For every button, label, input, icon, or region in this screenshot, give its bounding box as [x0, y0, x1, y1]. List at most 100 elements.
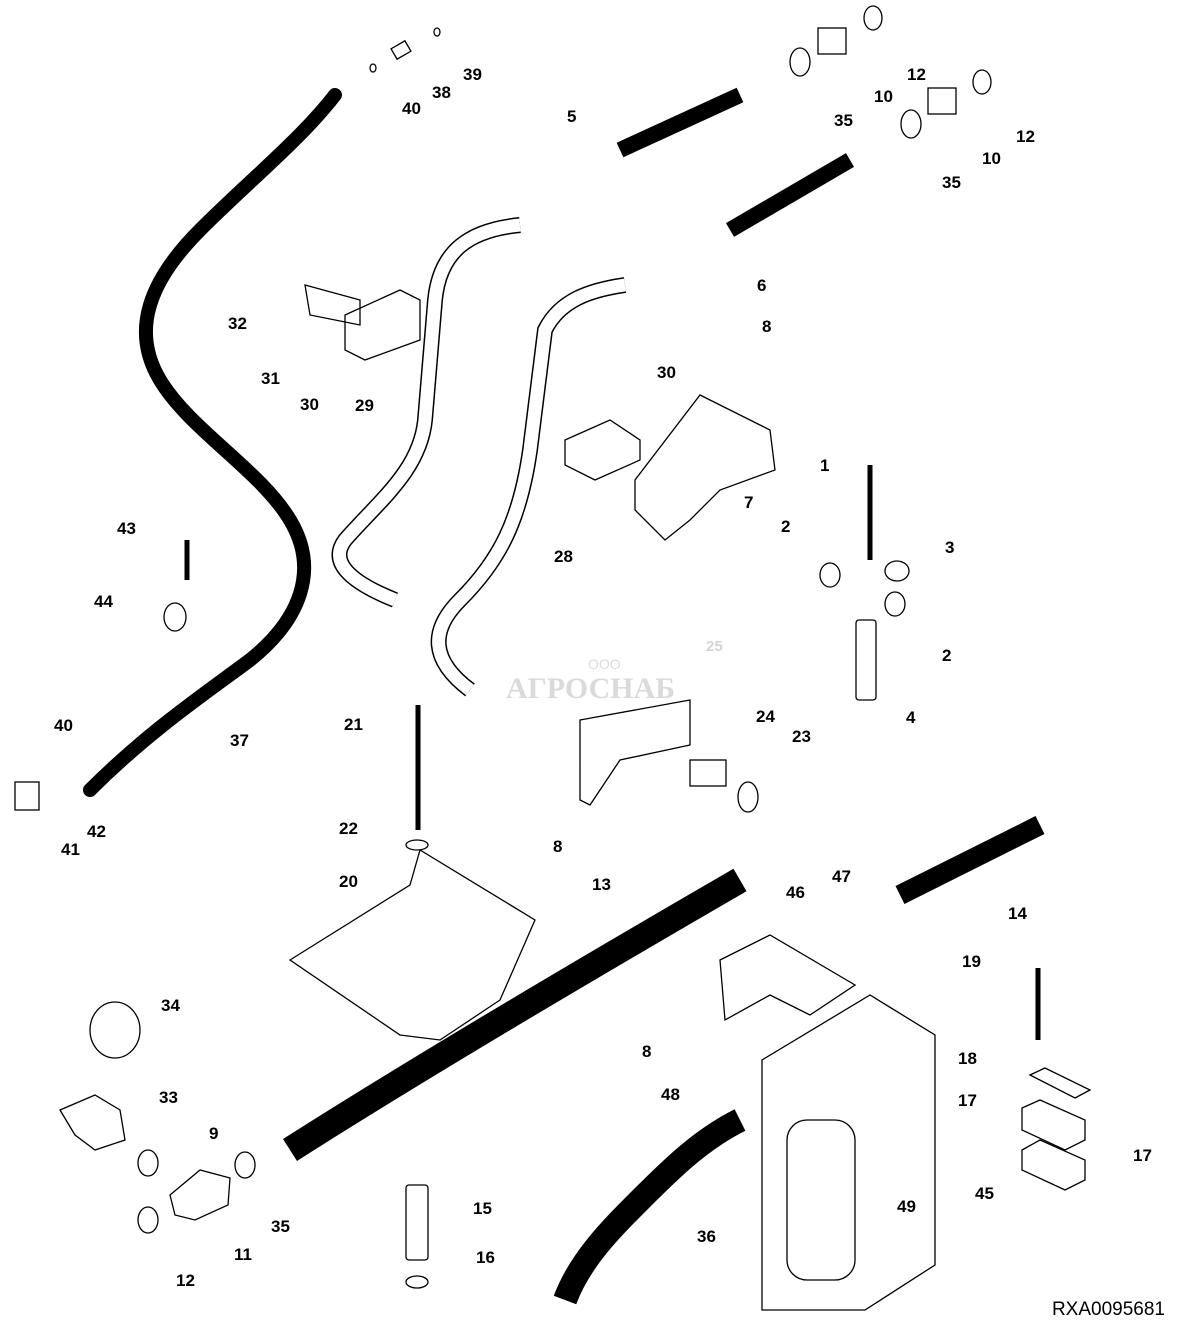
oring-35c [234, 1151, 256, 1179]
clamp-3 [884, 560, 910, 582]
oring-40 [369, 63, 377, 73]
callout-22: 22 [339, 819, 358, 838]
fitting-33 [59, 1094, 126, 1151]
clamp-30b [564, 419, 641, 481]
clip-44 [163, 602, 187, 632]
hose-5 [616, 87, 744, 158]
callout-45: 45 [975, 1184, 994, 1203]
callout-23: 23 [792, 727, 811, 746]
callout-19: 19 [962, 952, 981, 971]
callout-7: 7 [744, 493, 754, 512]
clamp-17b [1021, 1139, 1086, 1191]
callout-8: 8 [642, 1042, 652, 1061]
oring-12a [863, 5, 883, 31]
callout-40: 40 [54, 716, 73, 735]
callout-33: 33 [159, 1088, 178, 1107]
fitting-10a [817, 27, 847, 55]
callout-31: 31 [261, 369, 280, 388]
hose-6 [725, 153, 855, 237]
callout-35: 35 [834, 111, 853, 130]
oring-35b [900, 109, 922, 139]
callout-18: 18 [958, 1049, 977, 1068]
oring-39 [433, 27, 441, 37]
clamp-30a [344, 289, 421, 361]
box-45 [761, 994, 936, 1311]
callout-14: 14 [1008, 904, 1027, 923]
callout-6: 6 [757, 276, 767, 295]
spacer-4 [855, 619, 877, 701]
bracket-46 [719, 934, 857, 1022]
callout-46: 46 [786, 883, 805, 902]
filter-49 [786, 1119, 856, 1281]
hose-36 [553, 1109, 746, 1305]
callout-49: 49 [897, 1197, 916, 1216]
hose-37 [83, 88, 342, 797]
callout-17: 17 [1133, 1146, 1152, 1165]
washer-22 [405, 839, 429, 851]
callout-13: 13 [592, 875, 611, 894]
tube-29-fill [333, 218, 521, 607]
tube-28-fill [432, 278, 626, 696]
watermark: ООО АГРОСНАБ 25 [470, 600, 730, 720]
callout-34: 34 [161, 996, 180, 1015]
plate-20 [288, 849, 536, 1041]
hose-13 [283, 868, 747, 1161]
callout-30: 30 [657, 363, 676, 382]
hose-14 [895, 816, 1045, 904]
callout-37: 37 [230, 731, 249, 750]
callout-36: 36 [697, 1227, 716, 1246]
bracket-25 [579, 699, 691, 806]
bracket-7 [634, 394, 776, 541]
callout-10: 10 [874, 87, 893, 106]
callout-44: 44 [94, 592, 113, 611]
fitting-41 [14, 781, 40, 811]
fitting-38 [390, 39, 412, 61]
watermark-name: АГРОСНАБ [506, 672, 676, 705]
callout-5: 5 [567, 107, 577, 126]
callout-43: 43 [117, 519, 136, 538]
callout-35: 35 [942, 173, 961, 192]
clamp-2b [884, 591, 906, 617]
clamp-17a [1021, 1099, 1086, 1151]
callout-25: 25 [706, 638, 723, 655]
spacer-15 [405, 1184, 429, 1261]
fitting-11 [169, 1169, 231, 1221]
callout-8: 8 [762, 317, 772, 336]
callout-1: 1 [820, 456, 830, 475]
callout-35: 35 [271, 1217, 290, 1236]
fitting-24 [689, 759, 727, 787]
callout-32: 32 [228, 314, 247, 333]
callout-20: 20 [339, 872, 358, 891]
callout-29: 29 [355, 396, 374, 415]
callout-2: 2 [781, 517, 791, 536]
callout-15: 15 [473, 1199, 492, 1218]
callout-39: 39 [463, 65, 482, 84]
callout-17: 17 [958, 1091, 977, 1110]
callout-12: 12 [1016, 127, 1035, 146]
callout-41: 41 [61, 840, 80, 859]
callout-16: 16 [476, 1248, 495, 1267]
fitting-10b [927, 87, 957, 115]
oring-12c [137, 1206, 159, 1234]
callout-2: 2 [942, 646, 952, 665]
cap-34 [89, 1001, 141, 1059]
washer-16 [405, 1275, 429, 1289]
callout-9: 9 [209, 1124, 219, 1143]
document-id: RXA0095681 [1051, 1299, 1165, 1320]
callout-10: 10 [982, 149, 1001, 168]
callout-8: 8 [553, 837, 563, 856]
callout-48: 48 [661, 1085, 680, 1104]
callout-38: 38 [432, 83, 451, 102]
callout-30: 30 [300, 395, 319, 414]
callout-42: 42 [87, 822, 106, 841]
callout-12: 12 [907, 65, 926, 84]
oring-23 [737, 781, 759, 813]
callout-24: 24 [756, 707, 775, 726]
callout-40: 40 [402, 99, 421, 118]
watermark-prefix: ООО [588, 656, 621, 672]
oring-12b [972, 69, 992, 95]
callout-47: 47 [832, 867, 851, 886]
plate-31 [304, 284, 361, 326]
